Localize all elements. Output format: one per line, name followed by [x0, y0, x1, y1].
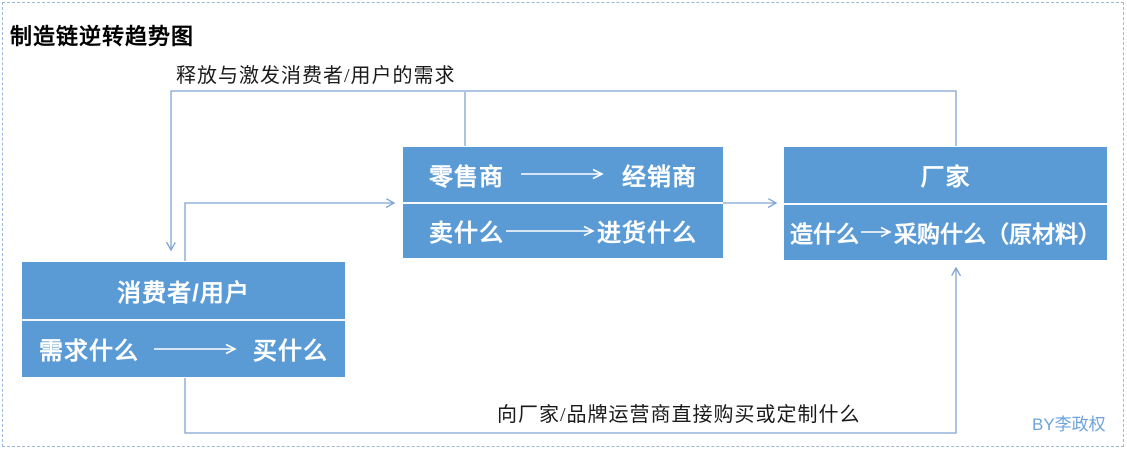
right-arrow-icon [154, 343, 237, 354]
bottom-flow-label: 向厂家/品牌运营商直接购买或定制什么 [497, 404, 861, 426]
diagram-title: 制造链逆转趋势图 [10, 24, 195, 49]
factory-flow-row: 造什么 采购什么（原材料） [784, 202, 1107, 261]
consumer-buy-label: 买什么 [253, 338, 328, 366]
author-credit: BY李政权 [1032, 415, 1106, 434]
factory-procure-label: 采购什么（原材料） [894, 221, 1101, 248]
retailer-title-row: 零售商 经销商 [403, 147, 723, 202]
factory-box: 厂家 造什么 采购什么（原材料） [784, 147, 1107, 260]
right-arrow-icon [521, 169, 604, 180]
consumer-demand-label: 需求什么 [39, 338, 139, 366]
factory-title-label: 厂家 [920, 164, 971, 192]
consumer-box: 消费者/用户 需求什么 买什么 [22, 262, 345, 377]
connector-top-loop [171, 90, 957, 250]
retailer-sell-label: 卖什么 [429, 220, 504, 248]
consumer-title-row: 消费者/用户 [22, 262, 345, 319]
top-flow-label: 释放与激发消费者/用户的需求 [176, 65, 456, 87]
factory-make-label: 造什么 [790, 221, 859, 248]
consumer-flow-row: 需求什么 买什么 [22, 318, 345, 378]
distributor-label: 经销商 [622, 163, 697, 191]
factory-title-row: 厂家 [784, 147, 1107, 203]
retailer-box: 零售商 经销商 卖什么 进货什么 [403, 147, 723, 258]
consumer-title-label: 消费者/用户 [117, 279, 250, 307]
connector-consumer-to-retailer [184, 203, 394, 261]
retailer-label: 零售商 [429, 163, 504, 191]
retailer-stock-label: 进货什么 [597, 220, 697, 248]
right-arrow-icon [860, 227, 892, 238]
retailer-flow-row: 卖什么 进货什么 [403, 201, 723, 259]
right-arrow-icon [505, 225, 595, 236]
connector-direct-purchase [184, 268, 956, 434]
